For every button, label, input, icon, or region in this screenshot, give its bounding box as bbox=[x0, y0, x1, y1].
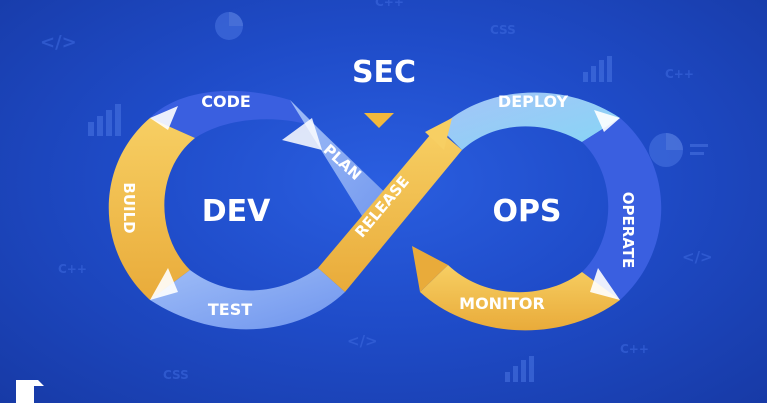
code-tag-icon: </> bbox=[682, 248, 713, 266]
stage-operate-label: OPERATE bbox=[619, 192, 637, 268]
sec-pointer bbox=[364, 113, 394, 128]
pie-chart-icon bbox=[649, 133, 708, 167]
build-segment bbox=[108, 118, 195, 300]
cpp-icon: C++ bbox=[665, 67, 694, 81]
arrow-tip bbox=[412, 246, 448, 292]
bar-chart-icon bbox=[505, 356, 534, 382]
stage-build-label: BUILD bbox=[120, 182, 138, 233]
release-arrow-head bbox=[425, 118, 452, 150]
cpp-icon: C++ bbox=[58, 262, 87, 276]
css-icon: CSS bbox=[490, 23, 516, 37]
stage-monitor-label: MONITOR bbox=[459, 294, 545, 313]
stage-code-label: CODE bbox=[201, 92, 251, 111]
dev-label: DEV bbox=[202, 194, 271, 229]
test-segment bbox=[150, 268, 345, 330]
code-tag-icon: </> bbox=[40, 32, 77, 53]
infinity-loop bbox=[108, 90, 662, 331]
bar-chart-icon bbox=[88, 104, 121, 136]
arrow-tip bbox=[150, 106, 178, 130]
cpp-icon: C++ bbox=[620, 342, 649, 356]
stage-test-label: TEST bbox=[208, 300, 252, 319]
operate-segment bbox=[582, 118, 662, 300]
plan-segment bbox=[290, 100, 398, 232]
stage-deploy-label: DEPLOY bbox=[498, 92, 569, 111]
plan-arrow-head bbox=[282, 118, 322, 150]
release-segment bbox=[318, 128, 462, 292]
bar-chart-icon bbox=[583, 56, 612, 82]
arrow-tip bbox=[594, 110, 620, 132]
ops-label: OPS bbox=[492, 194, 561, 229]
code-segment bbox=[150, 90, 318, 138]
arrow-tip bbox=[590, 268, 620, 300]
arrow-tip bbox=[150, 268, 178, 300]
background-icons: </> C++ CSS C++ C++ </> </> C++ CSS bbox=[40, 0, 713, 382]
monitor-segment bbox=[420, 265, 620, 331]
corner-logo-icon bbox=[16, 380, 44, 403]
pie-chart-icon bbox=[215, 12, 243, 40]
code-tag-icon: </> bbox=[347, 332, 378, 350]
cpp-icon: C++ bbox=[375, 0, 404, 9]
deploy-segment bbox=[440, 92, 620, 150]
sec-title: SEC bbox=[352, 55, 416, 90]
css-icon: CSS bbox=[163, 368, 189, 382]
